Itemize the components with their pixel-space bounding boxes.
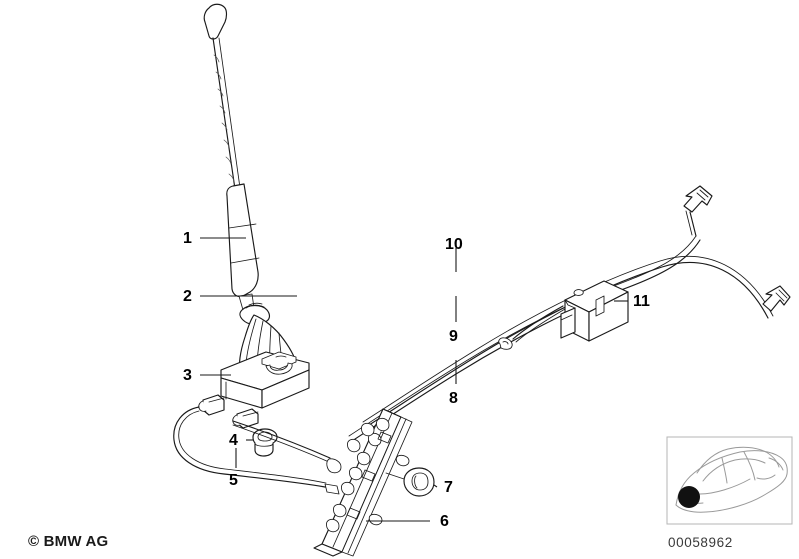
cable-10 bbox=[362, 255, 791, 428]
copyright-notice: © BMW AG bbox=[28, 533, 109, 550]
vehicle-location-thumbnail bbox=[666, 436, 793, 525]
callout-7: 7 bbox=[444, 479, 453, 496]
callout-4: 4 bbox=[229, 432, 238, 449]
callout-8: 8 bbox=[449, 390, 458, 407]
callout-5: 5 bbox=[229, 472, 238, 489]
grommet-small bbox=[252, 428, 278, 457]
rail-sockets bbox=[326, 417, 390, 533]
callout-3: 3 bbox=[183, 367, 192, 384]
callout-2: 2 bbox=[183, 288, 192, 305]
connector-rail bbox=[313, 408, 413, 557]
filter-module bbox=[498, 280, 629, 350]
cable-8 bbox=[232, 420, 342, 474]
rail-cable-terminals bbox=[347, 422, 375, 453]
black-dot-location-marker bbox=[678, 486, 700, 508]
callout-9: 9 bbox=[449, 328, 458, 345]
callout-10: 10 bbox=[445, 236, 463, 253]
callout-1: 1 bbox=[183, 230, 192, 247]
grommet-round bbox=[385, 467, 435, 497]
callout-11: 11 bbox=[633, 293, 650, 310]
diagram-number: 00058962 bbox=[668, 535, 733, 550]
callout-leaders bbox=[200, 237, 628, 522]
antenna-amplifier bbox=[198, 351, 310, 429]
callout-6: 6 bbox=[440, 513, 449, 530]
cable-lower bbox=[173, 406, 340, 495]
antenna-mast bbox=[203, 3, 260, 311]
